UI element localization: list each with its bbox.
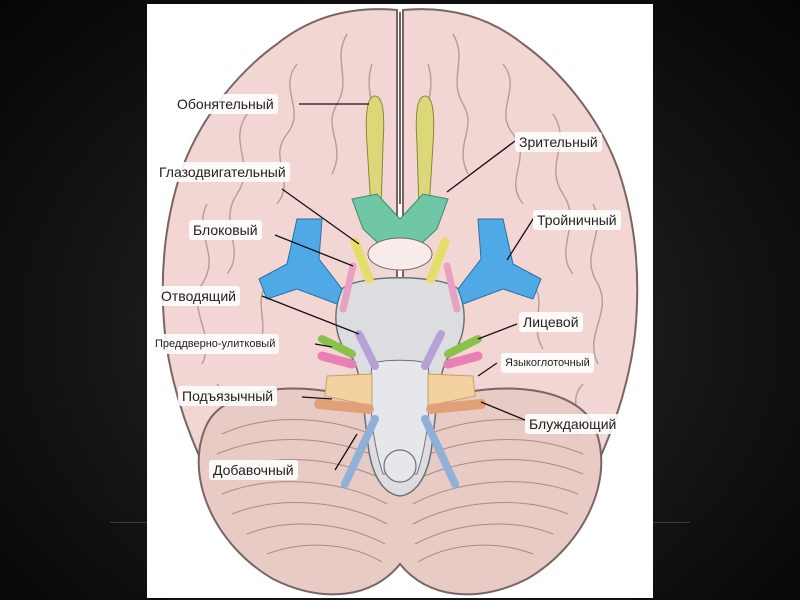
- oculomotor-nerve-left: [350, 237, 374, 284]
- vestibulocochlear-nerve-right: [443, 351, 483, 369]
- trochlear-nerve-right: [443, 262, 461, 313]
- vagus-nerve-right: [426, 399, 486, 414]
- brain-base-diagram: [161, 8, 639, 596]
- oculomotor-nerve-right: [426, 237, 450, 284]
- pituitary-stalk: [367, 237, 433, 271]
- vagus-nerve-left: [314, 399, 374, 414]
- abducens-nerve-right: [421, 330, 445, 370]
- label-optic: Зрительный: [515, 132, 602, 152]
- vestibulocochlear-nerve-left: [317, 351, 357, 369]
- glossopharyngeal-rootlets-right: [427, 373, 476, 407]
- hypoglossal-rootlets-left: [324, 373, 373, 407]
- accessory-nerve-right: [421, 415, 459, 488]
- label-abducens: Отводящий: [157, 286, 240, 306]
- trigeminal-nerve-right: [457, 218, 542, 305]
- trochlear-nerve-left: [339, 262, 357, 313]
- label-facial: Лицевой: [519, 312, 583, 332]
- label-vagus: Блуждающий: [525, 414, 621, 434]
- label-hypoglossal: Подъязычный: [178, 386, 278, 406]
- label-olfactory: Обонятельный: [173, 94, 278, 114]
- label-vestibulocochlear: Преддверно-улитковый: [151, 334, 280, 354]
- facial-nerve-left: [318, 335, 356, 358]
- leader-lines: [261, 103, 536, 471]
- label-glossopharyngeal: Языкоглоточный: [501, 353, 594, 373]
- spinal-cord-section: [383, 449, 417, 483]
- label-trochlear: Блоковый: [189, 220, 262, 240]
- label-oculomotor: Глазодвигательный: [155, 162, 290, 182]
- abducens-nerve-left: [355, 330, 379, 370]
- brain-diagram-panel: Обонятельный Зрительный Глазодвигательны…: [147, 4, 653, 598]
- optic-chiasm: [351, 193, 449, 243]
- label-trigeminal: Тройничный: [533, 210, 621, 230]
- accessory-nerve-left: [341, 415, 379, 488]
- facial-nerve-right: [444, 335, 482, 358]
- label-accessory: Добавочный: [209, 460, 298, 480]
